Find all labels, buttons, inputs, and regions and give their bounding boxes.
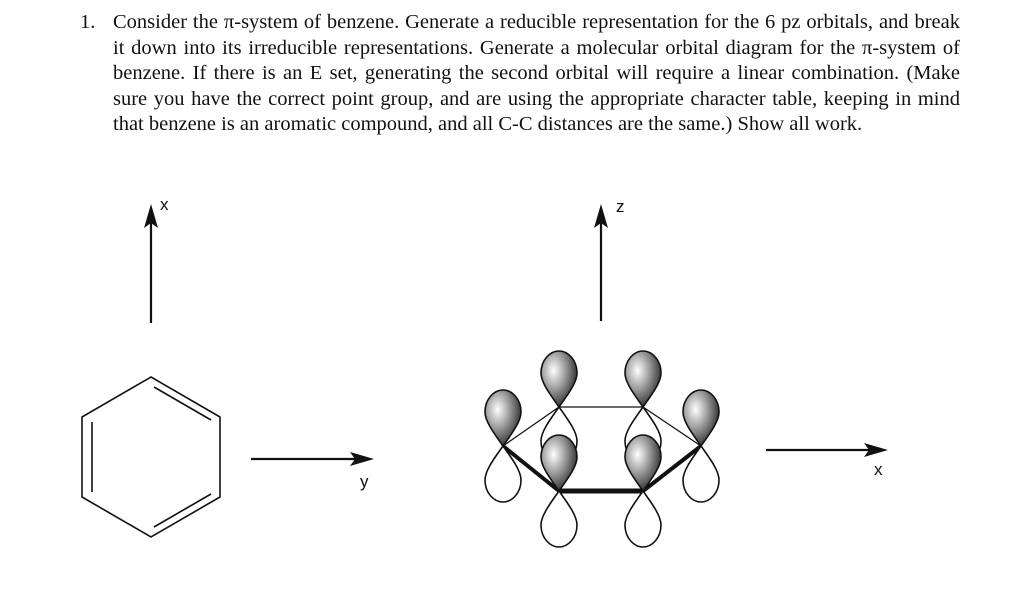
question-text: Consider the π-system of benzene. Genera… xyxy=(113,11,960,135)
p-orbital-side-right xyxy=(682,389,720,503)
right-horizontal-axis xyxy=(766,443,888,457)
right-vertical-axis-label: z xyxy=(616,197,625,216)
p-orbital-side-left xyxy=(484,389,522,503)
right-vertical-axis xyxy=(594,204,608,321)
perspective-ring xyxy=(501,406,703,494)
question-number: 1. xyxy=(80,11,96,33)
left-vertical-axis-label: x xyxy=(160,195,169,214)
right-horizontal-axis-label: x xyxy=(874,460,883,479)
left-horizontal-axis-label: y xyxy=(360,472,369,491)
left-horizontal-axis xyxy=(251,452,374,466)
question-block: 1. Consider the π-system of benzene. Gen… xyxy=(80,10,960,138)
left-vertical-axis xyxy=(144,204,158,323)
benzene-ring xyxy=(81,376,221,538)
